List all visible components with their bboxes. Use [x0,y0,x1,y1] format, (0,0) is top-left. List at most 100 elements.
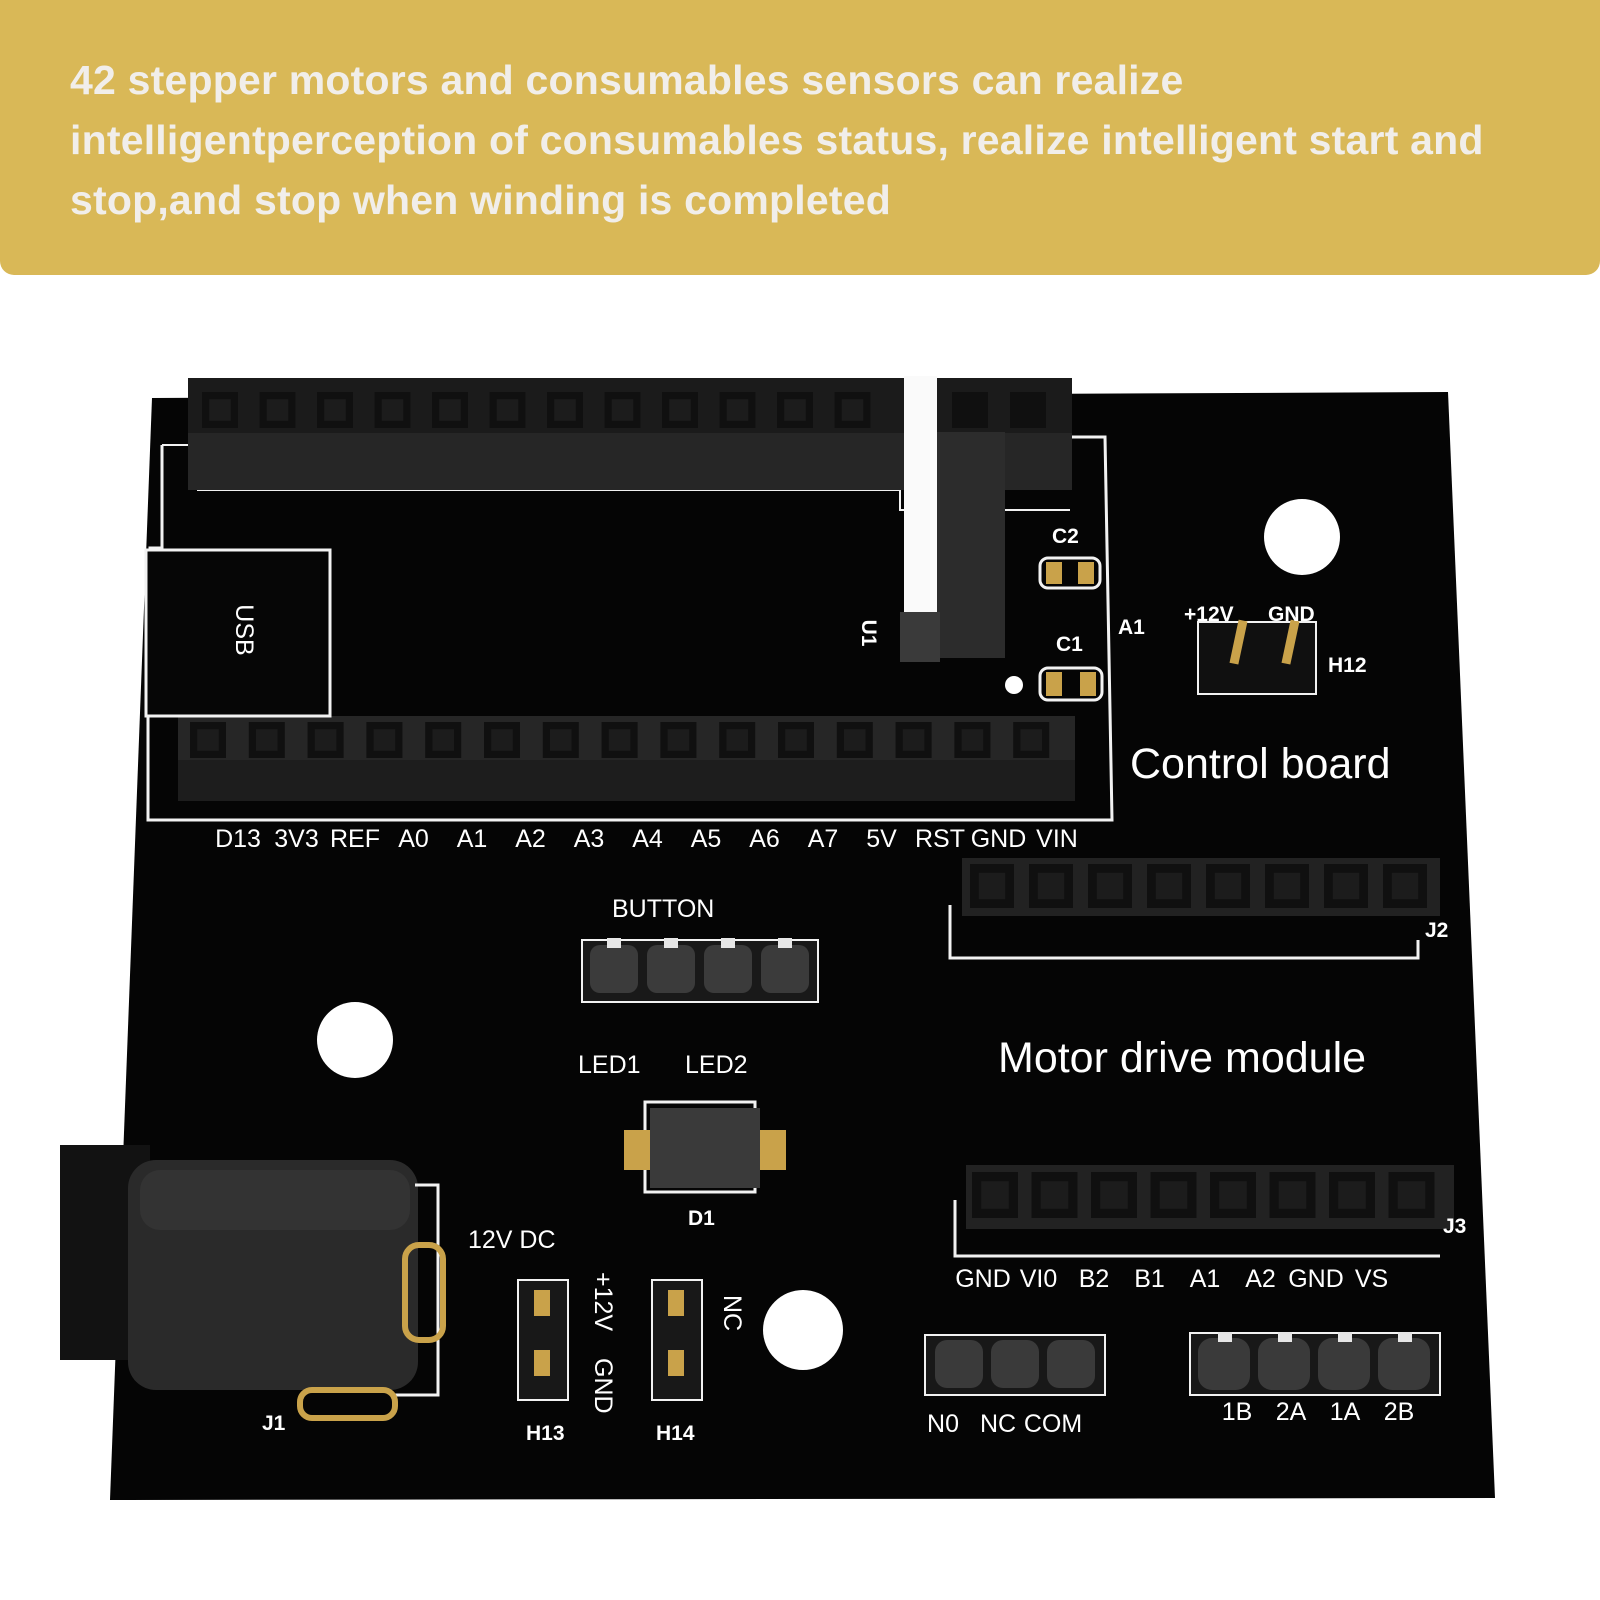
top-pin-label-13: GND [971,825,1027,853]
stepper-pin-label-3: 2B [1384,1398,1415,1426]
top-header-socket-14 [1010,392,1046,428]
bottom-header-socket-hole-2 [256,729,278,751]
top-pin-label-4: A1 [457,825,488,853]
top-pin-label-10: A7 [808,825,839,853]
top-pin-label-6: A3 [574,825,605,853]
h14-header [651,1279,703,1401]
mounting-hole-bottom [763,1290,843,1370]
button-pin-tip-3 [721,938,735,948]
top-pin-label-5: A2 [515,825,546,853]
j3-socket-hole-2 [1040,1181,1069,1209]
top-header-socket-hole-11 [784,399,806,421]
top-header-socket-hole-5 [439,399,461,421]
button-pin-tip-2 [664,938,678,948]
capacitor-c2-body [1038,556,1102,590]
top-pin-label-0: D13 [215,825,261,853]
motor-pin-label-3: B1 [1134,1265,1165,1293]
j3-socket-hole-4 [1159,1181,1188,1209]
j3-outline [953,1200,1440,1258]
dc-jack-silk [395,1183,440,1397]
h13-label: H13 [526,1422,565,1445]
usb-label: USB [230,604,258,655]
j3-socket-hole-5 [1219,1181,1247,1209]
led2-label: LED2 [685,1051,748,1079]
j2-outline [948,905,1420,960]
j2-socket-hole-5 [1214,872,1242,900]
top-header-socket-hole-8 [611,399,634,421]
j2-label: J2 [1425,919,1448,942]
control-board-label: Control board [1130,740,1391,788]
button-label: BUTTON [612,895,714,923]
bottom-header-socket-hole-14 [961,729,984,751]
a1-label: A1 [1118,616,1145,639]
j2-socket-hole-4 [1155,872,1183,900]
relay-pin-label-2: COM [1024,1410,1082,1438]
j2-socket-hole-2 [1037,872,1065,900]
h13-plus12v-label: +12V [589,1272,617,1331]
bottom-header [190,722,1050,758]
mounting-hole-left [317,1002,393,1078]
h12-label: H12 [1328,654,1367,677]
bottom-header-socket-hole-1 [197,729,219,751]
capacitor-c2-pad-left [1046,562,1062,584]
relay-pin-2 [991,1340,1039,1388]
banner-text: 42 stepper motors and consumables sensor… [70,57,1484,223]
stepper-pin-tip-3 [1338,1332,1352,1342]
button-pin-1 [590,945,638,993]
j2-header [970,864,1427,908]
stepper-pin-label-2: 1A [1330,1398,1361,1426]
bottom-header-socket-hole-6 [491,729,513,751]
j3-socket-hole-3 [1100,1181,1128,1209]
h14-nc-label: NC [718,1295,746,1331]
led1-label: LED1 [578,1051,641,1079]
capacitor-c1-body [1038,666,1104,702]
relay-pin-label-1: NC [980,1410,1016,1438]
bottom-header-socket-hole-9 [667,729,690,751]
diode-d1-pad-right [760,1130,786,1170]
stepper-pin-label-0: 1B [1222,1398,1253,1426]
top-header-socket-13 [952,392,988,428]
motor-pin-label-5: A2 [1245,1265,1276,1293]
motor-pin-label-6: GND [1288,1265,1344,1293]
h14-pin-2 [668,1350,684,1376]
j3-socket-hole-7 [1338,1181,1366,1209]
motor-drive-label: Motor drive module [998,1034,1366,1082]
relay-pin-1 [935,1340,983,1388]
relay-pin-3 [1047,1340,1095,1388]
pin1-marker [1005,676,1023,694]
top-header-socket-hole-1 [209,399,231,421]
h12-plus12v-label: +12V [1184,603,1234,626]
j2-socket-hole-6 [1273,872,1301,900]
d1-label: D1 [688,1207,715,1230]
stepper-pin-3 [1318,1338,1370,1390]
bottom-header-socket-hole-15 [1020,729,1042,751]
button-pin-2 [647,945,695,993]
bottom-header-socket-hole-4 [373,729,396,751]
header-block-shade [900,612,940,662]
button-pin-4 [761,945,809,993]
capacitor-c1 [1038,666,1104,702]
capacitor-c1-pad-right [1080,672,1096,696]
stepper-pin-label-1: 2A [1276,1398,1307,1426]
dc-label: 12V DC [468,1226,556,1254]
j3-socket-hole-1 [981,1181,1009,1209]
j2-socket-hole-7 [1332,872,1360,900]
j2-socket-hole-3 [1096,872,1124,900]
motor-pin-label-1: VI0 [1020,1265,1058,1293]
button-pins [590,938,809,993]
h13-pin-1 [534,1290,550,1316]
h12-gnd-label: GND [1268,603,1315,626]
capacitor-c2-pad-right [1078,562,1094,584]
button-pin-3 [704,945,752,993]
stepper-pin-tip-2 [1278,1332,1292,1342]
motor-pin-label-7: VS [1355,1265,1388,1293]
stepper-pin-2 [1258,1338,1310,1390]
top-pin-label-12: RST [915,825,965,853]
capacitor-c1-pad-left [1046,672,1062,696]
usb-connector [144,548,332,718]
c2-label: C2 [1052,525,1079,548]
dc-jack-pin-side [402,1242,446,1343]
h13-pin-2 [534,1350,550,1376]
stepper-pin-1 [1198,1338,1250,1390]
